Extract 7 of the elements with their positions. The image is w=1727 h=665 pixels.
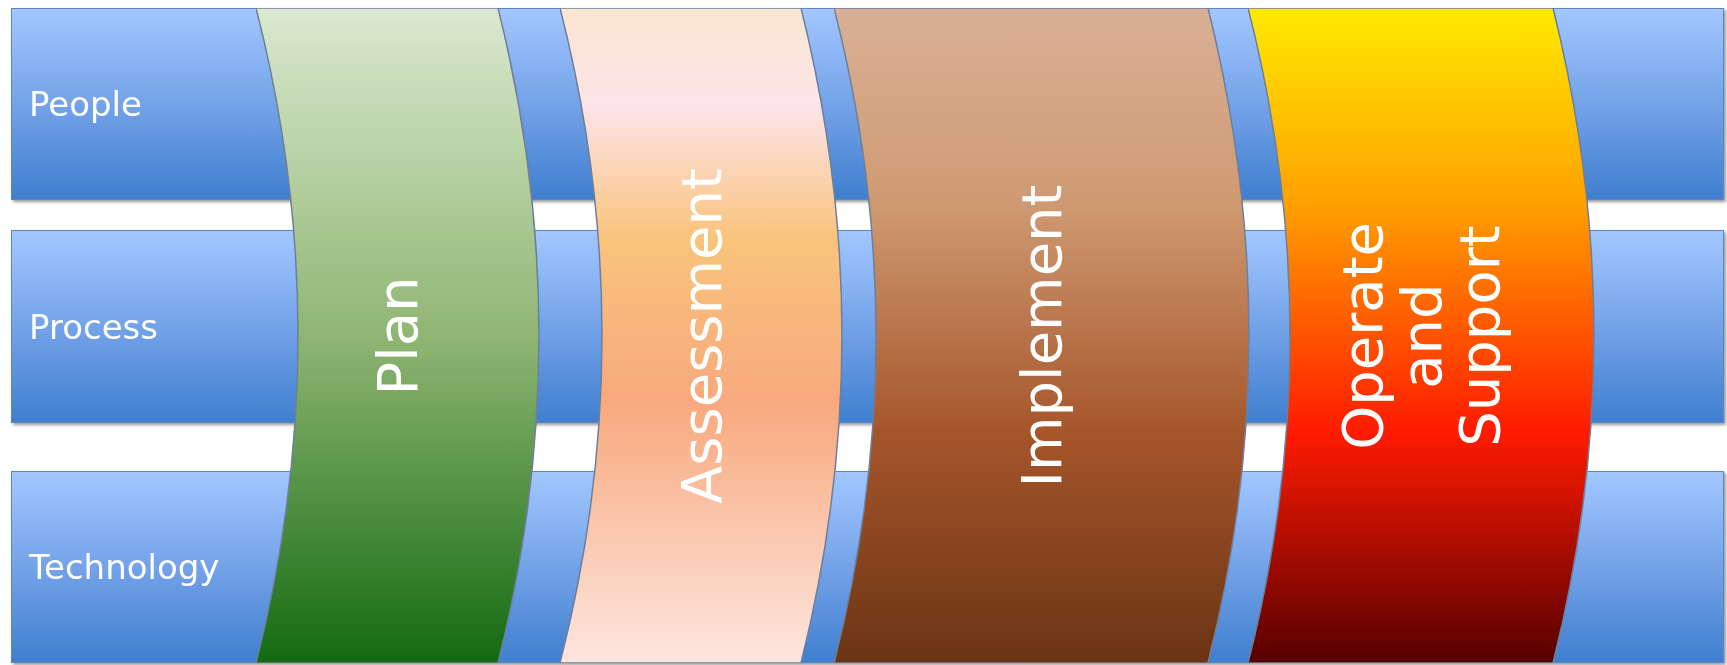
column-label: Plan (368, 275, 428, 396)
column-label: Assessment (672, 167, 731, 504)
row-label: People (29, 84, 142, 124)
row-label: Process (29, 306, 158, 347)
column-label: Operate and Support (1333, 220, 1510, 452)
row-label: Technology (29, 547, 220, 587)
column-label: Implement (1012, 183, 1072, 488)
